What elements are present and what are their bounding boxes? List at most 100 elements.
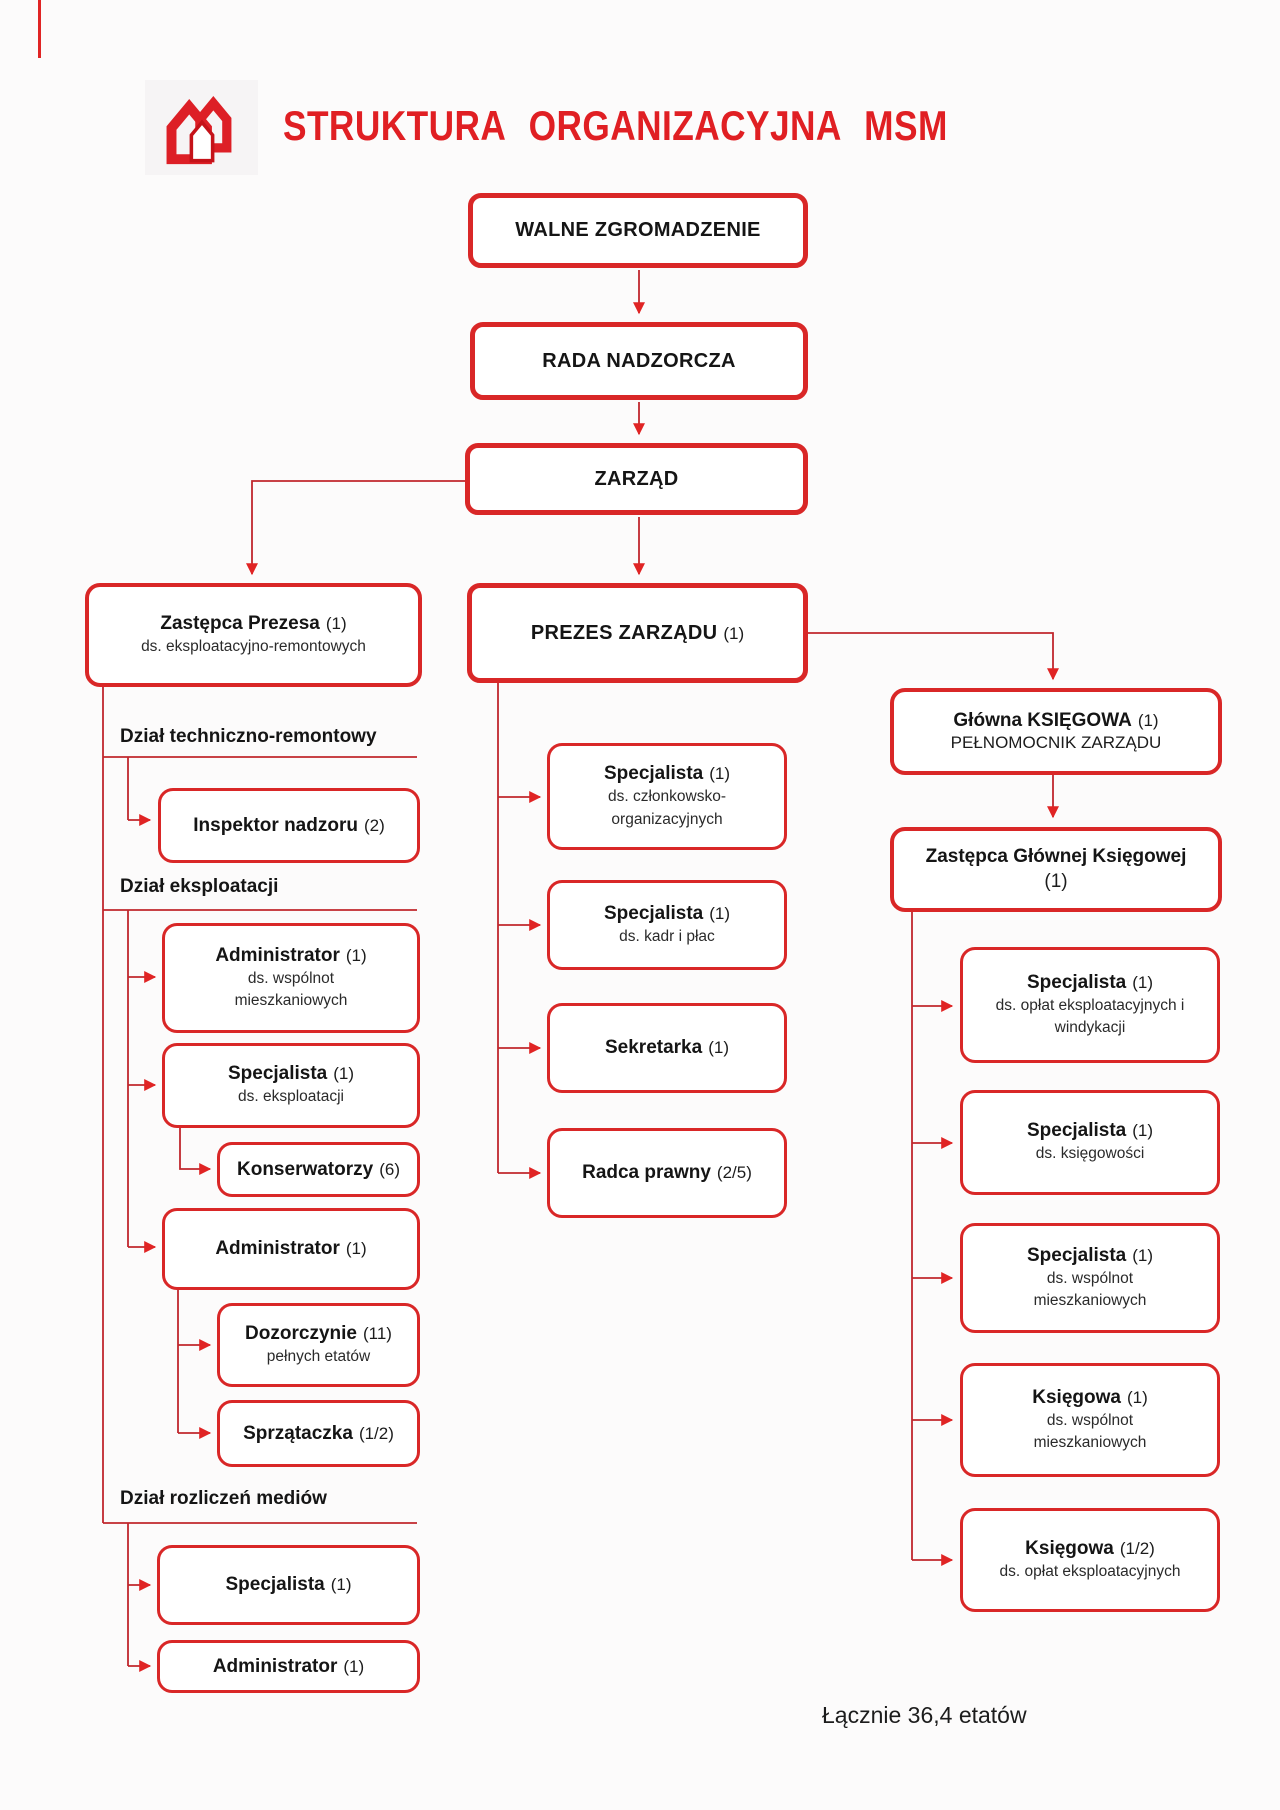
node-title: Specjalista (1) bbox=[1027, 972, 1153, 994]
node-title: Księgowa (1/2) bbox=[1025, 1538, 1155, 1560]
node-administrator-wspolnot: Administrator (1) ds. wspólnot mieszkani… bbox=[162, 923, 420, 1033]
node-sekretarka: Sekretarka (1) bbox=[547, 1003, 787, 1093]
node-title: Administrator (1) bbox=[215, 945, 366, 967]
node-name: Specjalista bbox=[603, 902, 704, 924]
node-specjalista-eksploatacji: Specjalista (1) ds. eksploatacji bbox=[162, 1043, 420, 1128]
node-title: Zastępca Głównej Księgowej bbox=[926, 846, 1187, 868]
node-name: Dozorczynie bbox=[245, 1322, 357, 1344]
node-zastepca-glownej-ksiegowej: Zastępca Głównej Księgowej (1) bbox=[890, 827, 1222, 912]
node-count: (6) bbox=[379, 1159, 400, 1179]
node-title: Specjalista (1) bbox=[225, 1574, 351, 1596]
node-title: Specjalista (1) bbox=[228, 1063, 354, 1085]
node-specjalista-ksiegowosci: Specjalista (1) ds. księgowości bbox=[960, 1090, 1220, 1195]
node-name: Sekretarka bbox=[605, 1037, 703, 1058]
node-name: WALNE ZGROMADZENIE bbox=[515, 219, 761, 241]
node-name: Radca prawny bbox=[582, 1162, 711, 1183]
node-title: Administrator (1) bbox=[213, 1656, 364, 1678]
node-title: Specjalista (1) bbox=[1027, 1120, 1153, 1142]
node-count: (1) bbox=[345, 945, 367, 965]
node-title: Radca prawny (2/5) bbox=[582, 1162, 752, 1184]
page-title: STRUKTURA ORGANIZACYJNA MSM bbox=[283, 102, 948, 149]
node-title: Specjalista (1) bbox=[1027, 1245, 1153, 1267]
section-heading-rozliczen-mediow: Dział rozliczeń mediów bbox=[120, 1488, 327, 1509]
section-heading-techniczno-remontowy: Dział techniczno-remontowy bbox=[120, 726, 377, 747]
node-subtitle: ds. kadr i płac bbox=[619, 927, 715, 945]
node-specjalista-oplat: Specjalista (1) ds. opłat eksploatacyjny… bbox=[960, 947, 1220, 1063]
node-count: (1) bbox=[1132, 972, 1154, 992]
branch-konserwatorzy bbox=[179, 1128, 212, 1175]
node-title: Księgowa (1) bbox=[1032, 1387, 1147, 1409]
node-subtitle: PEŁNOMOCNIK ZARZĄDU bbox=[950, 733, 1162, 752]
node-zarzad: ZARZĄD bbox=[465, 443, 808, 515]
msm-houses-logo-graphic bbox=[166, 95, 232, 165]
node-title: PREZES ZARZĄDU (1) bbox=[531, 622, 744, 645]
node-name: Specjalista bbox=[225, 1574, 325, 1595]
node-subtitle: ds. eksploatacji bbox=[238, 1088, 344, 1106]
node-title: Sprzątaczka (1/2) bbox=[243, 1423, 394, 1445]
node-count: (1) bbox=[330, 1575, 352, 1594]
node-subtitle: ds. wspólnot bbox=[247, 969, 335, 987]
node-subtitle: windykacji bbox=[1054, 1019, 1126, 1036]
node-name: Specjalista bbox=[1026, 1120, 1127, 1142]
connector-prezes-glowna bbox=[808, 632, 1059, 681]
node-subtitle: ds. opłat eksploatacyjnych bbox=[999, 1562, 1181, 1580]
node-count: (1) bbox=[1044, 871, 1068, 892]
node-zastepca-prezesa: Zastępca Prezesa (1) ds. eksploatacyjno-… bbox=[85, 583, 422, 687]
node-name: Specjalista bbox=[603, 763, 704, 785]
branch-inspektor bbox=[127, 757, 150, 820]
node-sprzataczka: Sprzątaczka (1/2) bbox=[217, 1400, 420, 1467]
node-specjalista-mediow: Specjalista (1) bbox=[157, 1545, 420, 1625]
node-count: (1) bbox=[1132, 1245, 1154, 1265]
node-title: Główna KSIĘGOWA (1) bbox=[953, 710, 1158, 732]
node-subtitle: ds. opłat eksploatacyjnych i bbox=[995, 996, 1185, 1014]
node-subtitle: organizacyjnych bbox=[611, 810, 723, 828]
node-specjalista-czlonkowsko: Specjalista (1) ds. członkowsko- organiz… bbox=[547, 743, 787, 850]
node-count: (1) bbox=[709, 764, 731, 784]
node-title: Dozorczynie (11) bbox=[245, 1323, 392, 1345]
node-name: Sprzątaczka bbox=[243, 1422, 353, 1444]
node-title: ZARZĄD bbox=[594, 468, 678, 491]
connector-zarzad-zastepca bbox=[246, 480, 465, 576]
node-count: (1) bbox=[1126, 1387, 1148, 1407]
node-count: (1) bbox=[345, 1239, 367, 1258]
node-subtitle: mieszkaniowych bbox=[234, 992, 348, 1009]
scan-artifact-line bbox=[38, 0, 41, 58]
node-name: Specjalista bbox=[1026, 1244, 1127, 1266]
node-name: Administrator bbox=[215, 944, 340, 966]
node-inspektor-nadzoru: Inspektor nadzoru (2) bbox=[158, 788, 420, 863]
node-name: Księgowa bbox=[1032, 1386, 1121, 1408]
node-name: Księgowa bbox=[1025, 1537, 1114, 1559]
node-name: Administrator bbox=[215, 1238, 340, 1259]
node-name: Zastępca Głównej Księgowej bbox=[925, 846, 1187, 867]
node-title: WALNE ZGROMADZENIE bbox=[515, 219, 760, 242]
node-count: (1/2) bbox=[358, 1423, 394, 1443]
node-count: (11) bbox=[362, 1323, 392, 1343]
node-name: Inspektor nadzoru bbox=[193, 814, 358, 836]
node-specjalista-kadr: Specjalista (1) ds. kadr i płac bbox=[547, 880, 787, 970]
node-name: Główna KSIĘGOWA bbox=[953, 710, 1132, 731]
node-name: RADA NADZORCZA bbox=[542, 349, 736, 372]
node-name: PREZES ZARZĄDU bbox=[530, 621, 718, 644]
node-title: Sekretarka (1) bbox=[605, 1037, 729, 1059]
node-name: Specjalista bbox=[227, 1063, 328, 1085]
node-count: (1) bbox=[1132, 1121, 1154, 1141]
node-administrator-2: Administrator (1) bbox=[162, 1208, 420, 1290]
node-subtitle: ds. eksploatacyjno-remontowych bbox=[141, 637, 366, 655]
node-title: Konserwatorzy (6) bbox=[237, 1159, 400, 1181]
node-subtitle: ds. członkowsko- bbox=[607, 788, 726, 806]
node-walne-zgromadzenie: WALNE ZGROMADZENIE bbox=[468, 193, 808, 268]
node-name: ZARZĄD bbox=[594, 467, 679, 490]
node-ksiegowa-wspolnot: Księgowa (1) ds. wspólnot mieszkaniowych bbox=[960, 1363, 1220, 1477]
node-count: (2/5) bbox=[716, 1163, 752, 1182]
node-ksiegowa-oplat: Księgowa (1/2) ds. opłat eksploatacyjnyc… bbox=[960, 1508, 1220, 1612]
node-administrator-3: Administrator (1) bbox=[157, 1640, 420, 1693]
node-count: (1) bbox=[333, 1064, 355, 1084]
node-count: (1) bbox=[723, 623, 745, 643]
node-name: Zastępca Prezesa bbox=[160, 612, 320, 634]
node-prezes-zarzadu: PREZES ZARZĄDU (1) bbox=[467, 583, 808, 683]
node-konserwatorzy: Konserwatorzy (6) bbox=[217, 1142, 420, 1197]
node-name: Specjalista bbox=[1026, 971, 1127, 993]
node-name: Konserwatorzy bbox=[237, 1158, 374, 1180]
